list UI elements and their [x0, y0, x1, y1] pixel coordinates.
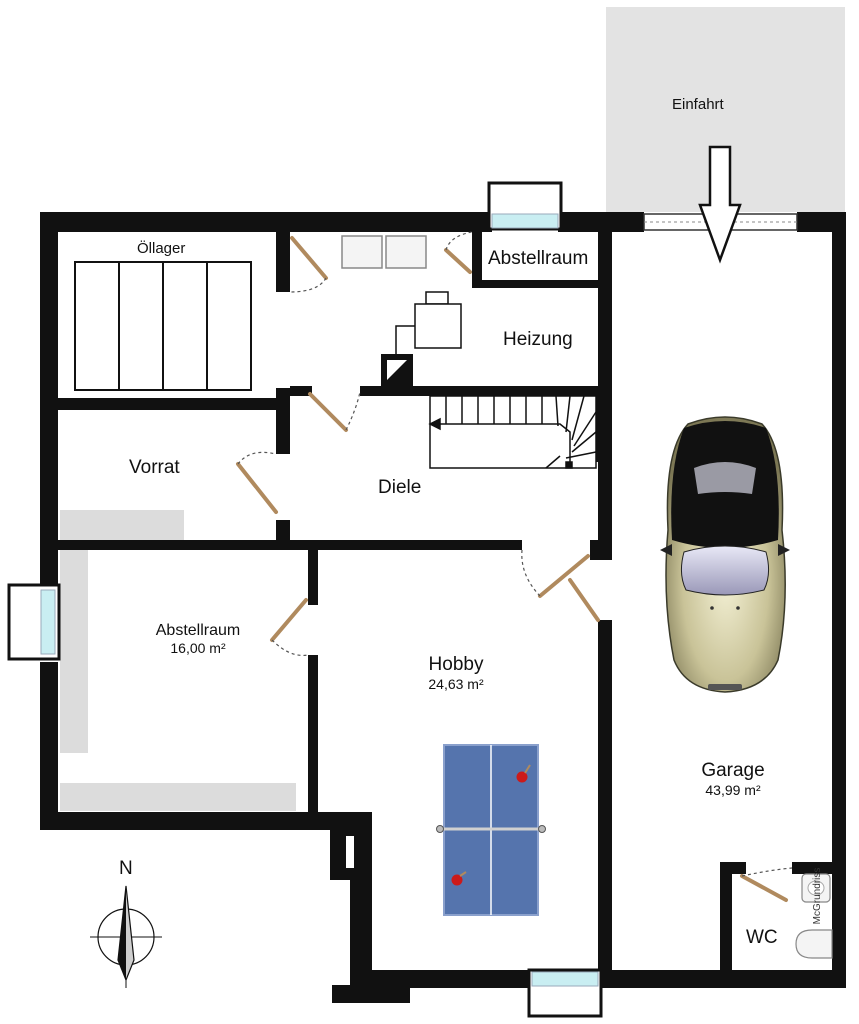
chimney-icon	[381, 354, 413, 386]
room-label-garage: Garage 43,99 m²	[701, 760, 765, 798]
window-top-heizung	[487, 181, 563, 231]
door-swings	[236, 236, 788, 902]
fixtures	[60, 510, 296, 811]
room-label-hobby: Hobby 24,63 m²	[428, 654, 484, 692]
compass-label: N	[119, 858, 133, 879]
window-bottom-hobby	[527, 968, 603, 1018]
wc-fixtures	[795, 873, 833, 959]
niche-slot	[346, 836, 354, 868]
appliances	[341, 235, 427, 269]
room-label-oellager: Öllager	[137, 240, 186, 257]
room-label-abstellraum-top: Abstellraum	[488, 248, 589, 269]
room-label-einfahrt: Einfahrt	[672, 96, 724, 113]
compass-icon	[90, 885, 162, 988]
ping-pong-table	[436, 744, 546, 916]
car-icon	[660, 416, 790, 693]
window-left	[7, 583, 61, 661]
oil-tanks	[74, 261, 252, 391]
room-label-diele: Diele	[378, 477, 422, 498]
staircase	[428, 395, 597, 469]
room-label-heizung: Heizung	[503, 329, 573, 350]
room-label-vorrat: Vorrat	[129, 457, 180, 478]
entry-arrow-icon	[698, 145, 742, 264]
watermark: McGrundriss	[812, 867, 823, 925]
door-arcs	[237, 231, 793, 877]
boiler-icon	[395, 291, 462, 354]
walls	[40, 212, 846, 1003]
room-label-wc: WC	[746, 927, 778, 948]
room-label-abstellraum: Abstellraum 16,00 m²	[155, 622, 241, 656]
